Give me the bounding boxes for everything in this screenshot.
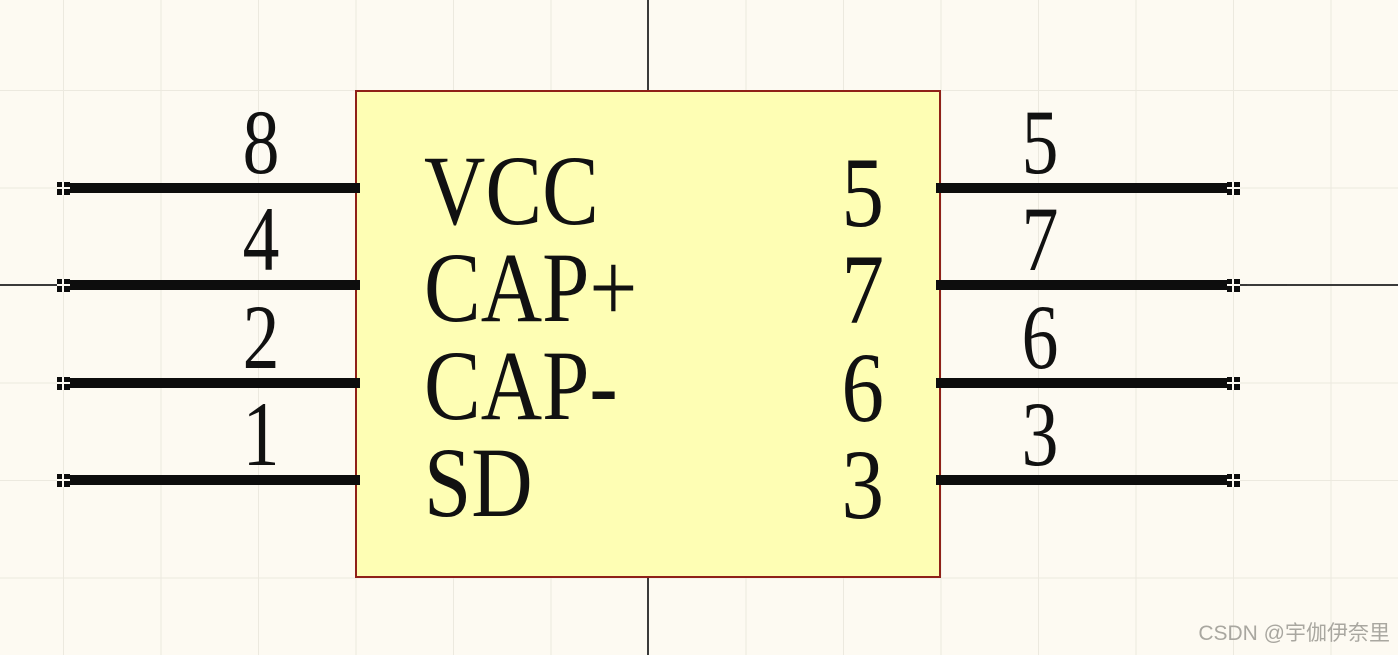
pin-hotspot-marker <box>57 377 70 390</box>
pin-line-left-row3[interactable] <box>62 378 360 388</box>
pin-name-row1: VCC <box>424 135 599 246</box>
pin-number-left-row3: 2 <box>242 286 280 388</box>
pin-designator-row1: 5 <box>841 137 885 248</box>
pin-hotspot-marker <box>57 474 70 487</box>
pin-line-left-row1[interactable] <box>62 183 360 193</box>
pin-line-right-row1[interactable] <box>936 183 1236 193</box>
pin-number-left-row2: 4 <box>242 188 280 290</box>
pin-hotspot-marker <box>1227 182 1240 195</box>
pin-hotspot-marker <box>57 279 70 292</box>
crosshair-horizontal-left <box>0 284 62 286</box>
pin-number-right-row2: 7 <box>1021 188 1059 290</box>
pin-designator-row4: 3 <box>841 429 885 540</box>
crosshair-vertical-top <box>647 0 649 91</box>
pin-hotspot-marker <box>57 182 70 195</box>
pin-number-left-row1: 8 <box>242 91 280 193</box>
pin-hotspot-marker <box>1227 474 1240 487</box>
pin-line-right-row3[interactable] <box>936 378 1236 388</box>
pin-hotspot-marker <box>1227 377 1240 390</box>
watermark: CSDN @宇伽伊奈里 <box>1198 622 1390 645</box>
pin-number-right-row1: 5 <box>1021 91 1059 193</box>
pin-hotspot-marker <box>1227 279 1240 292</box>
pin-designator-row3: 6 <box>841 332 885 443</box>
pin-number-left-row4: 1 <box>242 383 280 485</box>
component-body[interactable] <box>355 90 941 578</box>
pin-line-right-row4[interactable] <box>936 475 1236 485</box>
pin-number-right-row3: 6 <box>1021 286 1059 388</box>
pin-designator-row2: 7 <box>841 234 885 345</box>
pin-line-left-row2[interactable] <box>62 280 360 290</box>
pin-name-row4: SD <box>424 427 533 538</box>
crosshair-vertical-bottom <box>647 578 649 655</box>
pin-name-row2: CAP+ <box>424 232 638 343</box>
pin-line-right-row2[interactable] <box>936 280 1236 290</box>
crosshair-horizontal-right <box>1236 284 1398 286</box>
pin-line-left-row4[interactable] <box>62 475 360 485</box>
pin-name-row3: CAP- <box>424 330 618 441</box>
pin-number-right-row4: 3 <box>1021 383 1059 485</box>
